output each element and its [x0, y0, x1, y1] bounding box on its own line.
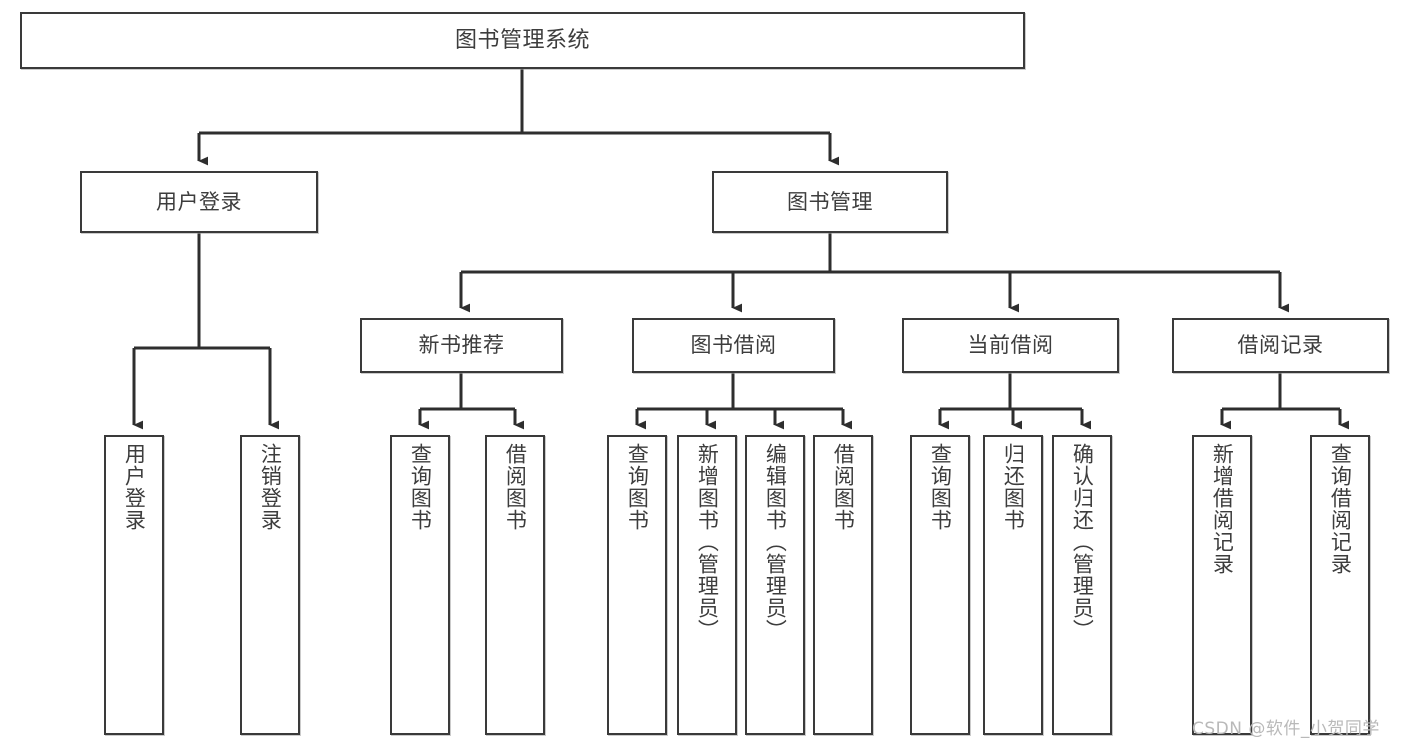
node-book-manage-label: 图书管理: [787, 189, 873, 214]
node-root-system[interactable]: 图书管理系统: [20, 12, 1025, 69]
node-leaf-user-logout[interactable]: 注销登录: [240, 435, 300, 735]
node-leaf-add-record[interactable]: 新增借阅记录: [1192, 435, 1252, 735]
node-root-label: 图书管理系统: [454, 27, 590, 53]
node-leaf-user-login-label: 用户登录: [122, 443, 147, 531]
node-leaf-edit-book[interactable]: 编辑图书（管理员）: [745, 435, 805, 735]
node-borrow-record[interactable]: 借阅记录: [1172, 318, 1389, 373]
node-user-login-label: 用户登录: [156, 189, 242, 214]
node-leaf-query-book-3[interactable]: 查询图书: [910, 435, 970, 735]
node-leaf-add-book-label: 新增图书（管理员）: [695, 443, 720, 641]
node-leaf-borrow-book-1[interactable]: 借阅图书: [485, 435, 545, 735]
node-book-borrow-label: 图书借阅: [690, 333, 777, 358]
node-leaf-confirm-return-label: 确认归还（管理员）: [1070, 443, 1095, 641]
node-leaf-borrow-book-2-label: 借阅图书: [831, 443, 856, 531]
node-leaf-edit-book-label: 编辑图书（管理员）: [763, 443, 788, 641]
node-leaf-borrow-book-2[interactable]: 借阅图书: [813, 435, 873, 735]
node-leaf-return-book[interactable]: 归还图书: [983, 435, 1043, 735]
node-leaf-query-book-1-label: 查询图书: [408, 443, 433, 531]
node-new-book-recommend[interactable]: 新书推荐: [360, 318, 563, 373]
node-leaf-return-book-label: 归还图书: [1001, 443, 1026, 531]
csdn-watermark: CSDN @软件_小贺同学: [1192, 719, 1380, 739]
node-leaf-query-record[interactable]: 查询借阅记录: [1310, 435, 1370, 735]
node-leaf-user-login[interactable]: 用户登录: [104, 435, 164, 735]
node-current-borrow[interactable]: 当前借阅: [902, 318, 1119, 373]
node-leaf-add-record-label: 新增借阅记录: [1210, 443, 1235, 575]
node-leaf-query-record-label: 查询借阅记录: [1328, 443, 1353, 575]
node-borrow-record-label: 借阅记录: [1237, 333, 1324, 358]
node-current-borrow-label: 当前借阅: [967, 333, 1054, 358]
node-leaf-query-book-3-label: 查询图书: [928, 443, 953, 531]
node-leaf-user-logout-label: 注销登录: [258, 443, 283, 531]
node-book-manage[interactable]: 图书管理: [712, 171, 948, 233]
node-new-book-recommend-label: 新书推荐: [418, 333, 505, 358]
node-leaf-confirm-return[interactable]: 确认归还（管理员）: [1052, 435, 1112, 735]
node-leaf-add-book[interactable]: 新增图书（管理员）: [677, 435, 737, 735]
node-leaf-query-book-2-label: 查询图书: [625, 443, 650, 531]
node-leaf-query-book-2[interactable]: 查询图书: [607, 435, 667, 735]
node-book-borrow[interactable]: 图书借阅: [632, 318, 835, 373]
node-leaf-borrow-book-1-label: 借阅图书: [503, 443, 528, 531]
node-leaf-query-book-1[interactable]: 查询图书: [390, 435, 450, 735]
node-user-login[interactable]: 用户登录: [80, 171, 318, 233]
